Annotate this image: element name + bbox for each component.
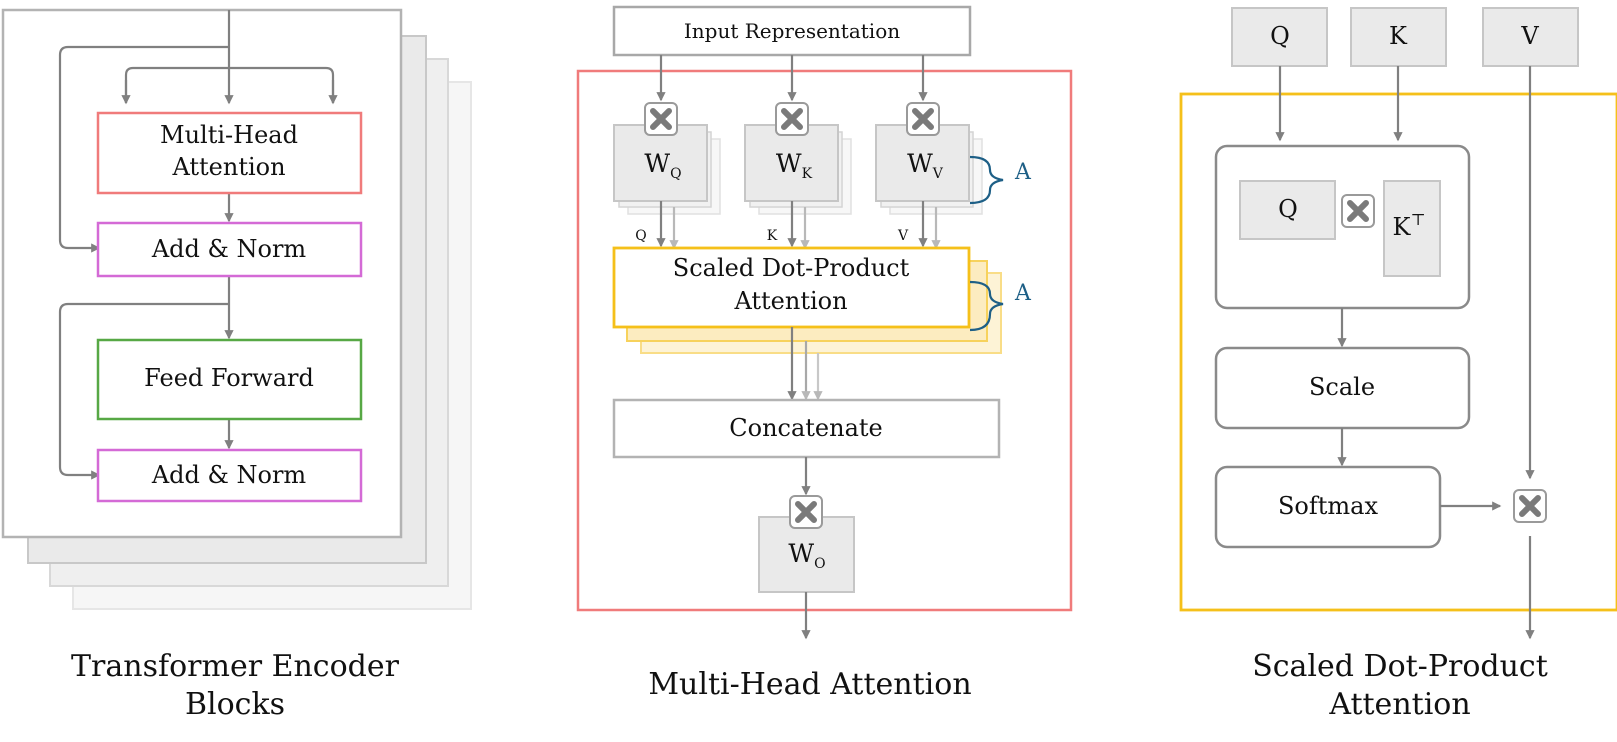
mha-caption: Multi-Head Attention (648, 667, 972, 702)
input-v-label: V (1520, 22, 1539, 50)
inner-kt-label: K⊤ (1393, 210, 1426, 241)
encoder-ff-box (96, 338, 363, 421)
q-small-label: Q (635, 228, 646, 244)
encoder-mha-label-2: Attention (171, 153, 285, 181)
sdpa-caption-line-1: Scaled Dot-Product (1252, 649, 1548, 684)
encoder-add-norm-1-box (96, 221, 363, 278)
mha-frame (576, 69, 1073, 612)
qk-multiply-icon (1342, 195, 1374, 227)
heads-brace-bottom (969, 280, 1004, 332)
wv-multiply-icon (907, 103, 939, 135)
inner-q-box (1239, 180, 1336, 240)
wo-label: WO (788, 539, 825, 572)
wq-sub: Q (670, 166, 681, 182)
wv-label: WV (907, 149, 944, 182)
encoder-panel: Multi-Head Attention Add & Norm Feed For… (1, 8, 472, 610)
sdpa-panel: Q K V Q K⊤ Scale Softmax (1179, 7, 1617, 640)
encoder-mha-box (96, 111, 363, 195)
encoder-branch-line (124, 66, 335, 103)
wq-label: WQ (644, 149, 681, 182)
input-q-label: Q (1270, 22, 1290, 50)
softmax-label: Softmax (1278, 492, 1378, 520)
encoder-ff-label: Feed Forward (144, 364, 314, 392)
wq-box (613, 124, 708, 202)
wk-multiply-icon (776, 103, 808, 135)
inner-q-label: Q (1278, 195, 1298, 223)
input-representation-label: Input Representation (684, 19, 900, 43)
wv-box (875, 124, 970, 202)
encoder-caption-line-1: Transformer Encoder (71, 649, 399, 684)
heads-brace-top-label: A (1014, 160, 1032, 185)
wk-base: W (776, 149, 802, 178)
sdpa-label-2: Attention (733, 287, 847, 315)
concatenate-label: Concatenate (729, 414, 882, 442)
input-representation-box (612, 5, 972, 57)
wo-box (758, 516, 855, 593)
encoder-residual-1 (58, 45, 229, 253)
output-multiply-icon (1514, 490, 1546, 522)
input-k-label: K (1389, 22, 1408, 50)
wq-base: W (644, 149, 670, 178)
v-small-label: V (897, 228, 909, 244)
inner-kt-sup: ⊤ (1410, 210, 1425, 229)
mha-panel: Input Representation WQ WK WV (576, 5, 1073, 640)
wk-label: WK (776, 149, 813, 182)
scale-label: Scale (1309, 373, 1375, 401)
sdpa-box (612, 246, 971, 329)
wv-sub: V (932, 166, 944, 182)
encoder-add-norm-2-label: Add & Norm (151, 461, 307, 489)
sdpa-caption-line-2: Attention (1329, 687, 1471, 722)
inner-kt-box (1383, 180, 1441, 277)
wk-box (744, 124, 839, 202)
wo-multiply-icon (790, 496, 822, 528)
wv-base: W (907, 149, 933, 178)
encoder-caption: Transformer Encoder Blocks (70, 648, 400, 724)
encoder-add-norm-2-box (96, 448, 363, 503)
wk-sub: K (802, 166, 813, 182)
inner-kt-base: K (1393, 213, 1412, 241)
wq-multiply-icon (645, 103, 677, 135)
sdpa-label-1: Scaled Dot-Product (673, 254, 910, 282)
heads-brace-top (969, 155, 1004, 205)
heads-brace-bottom-label: A (1014, 281, 1032, 306)
input-k-box (1350, 7, 1447, 67)
encoder-caption-line-2: Blocks (184, 687, 286, 722)
encoder-residual-2 (58, 302, 229, 480)
k-small-label: K (767, 228, 778, 244)
wo-sub: O (814, 556, 825, 572)
concatenate-box (612, 398, 1001, 459)
encoder-mha-label-1: Multi-Head (160, 121, 298, 149)
wo-base: W (788, 539, 814, 568)
encoder-add-norm-1-label: Add & Norm (151, 235, 307, 263)
sdpa-caption: Scaled Dot-Product Attention (1240, 648, 1560, 724)
